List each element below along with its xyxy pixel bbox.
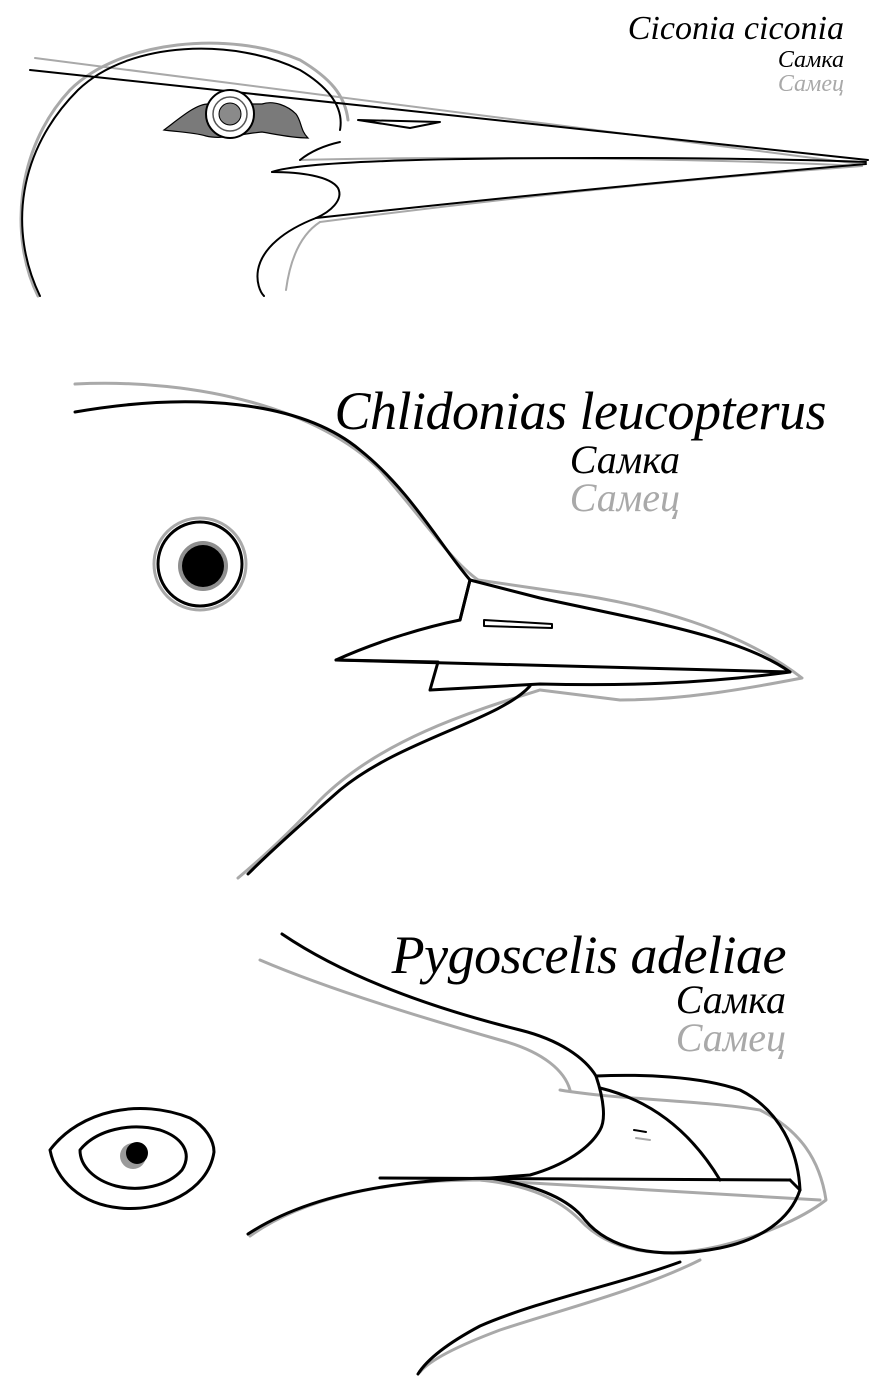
species-name: Chlidonias leucopterus (335, 384, 826, 438)
male-label: Самец (335, 478, 680, 518)
pygoscelis-legend: Pygoscelis adeliae Самка Самец (392, 928, 786, 1058)
species-name: Pygoscelis adeliae (392, 928, 786, 982)
female-label: Самка (392, 980, 786, 1020)
female-label: Самка (628, 48, 844, 72)
female-label: Самка (335, 440, 680, 480)
chlidonias-legend: Chlidonias leucopterus Самка Самец (335, 384, 826, 518)
pygoscelis-eye-pupil (126, 1142, 148, 1164)
ciconia-legend: Ciconia ciconia Самка Самец (628, 12, 844, 96)
male-label: Самец (392, 1018, 786, 1058)
species-name: Ciconia ciconia (628, 12, 844, 46)
ciconia-eye-pupil (219, 103, 241, 125)
male-label: Самец (628, 72, 844, 96)
chlidonias-eye-pupil (182, 545, 224, 587)
